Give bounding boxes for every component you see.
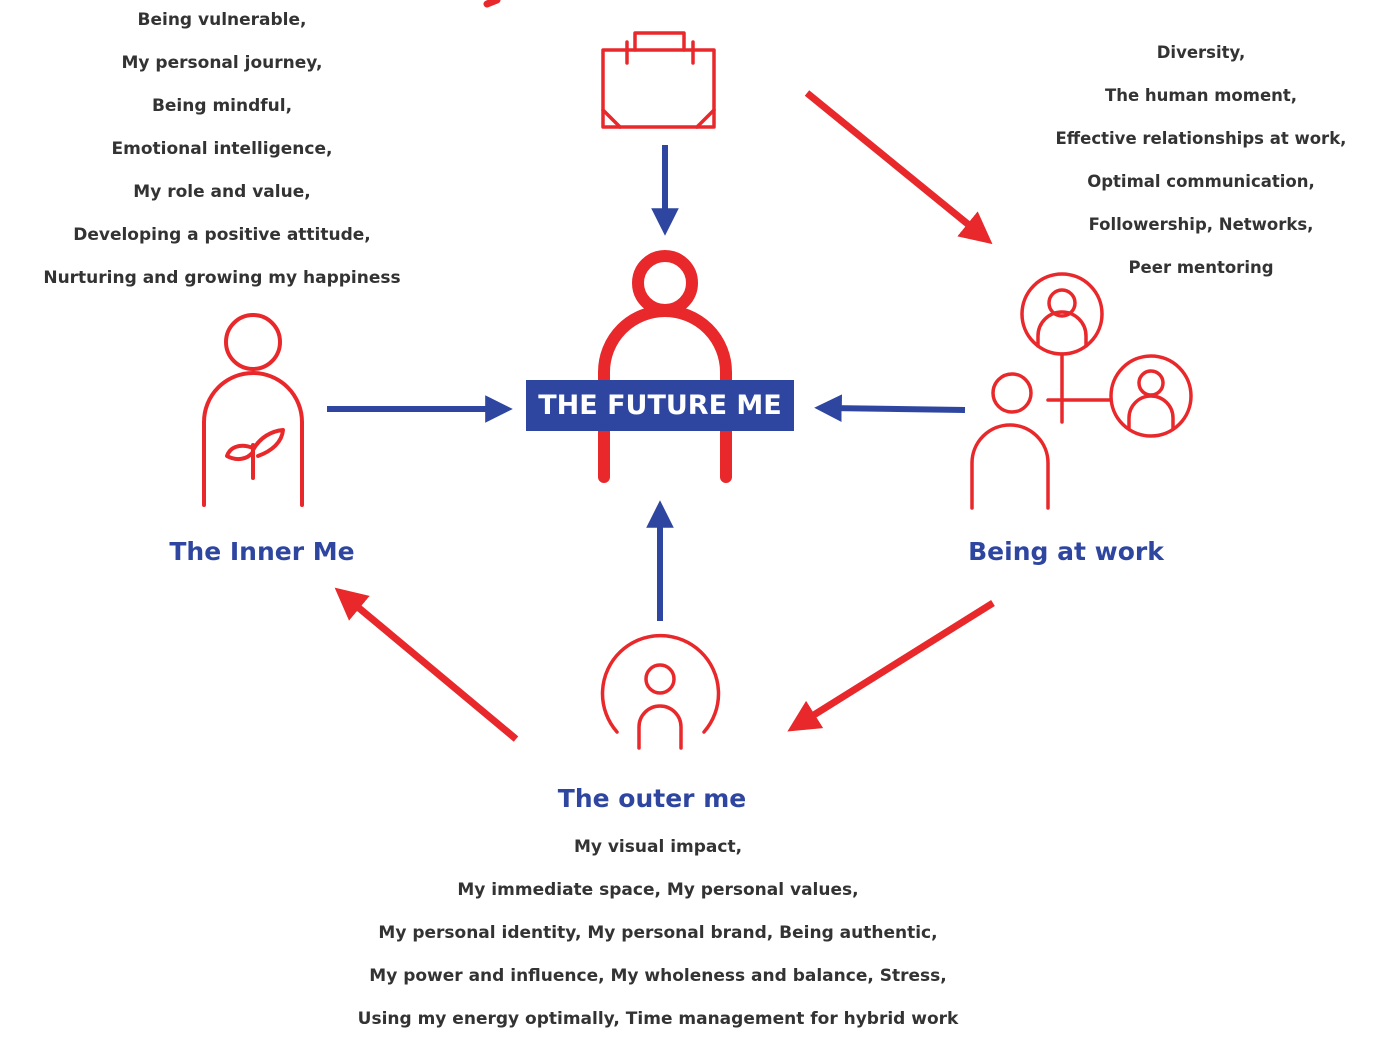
outer-me-topic: My immediate space, My personal values, <box>457 880 859 900</box>
person-with-plant-icon <box>202 313 304 507</box>
being-at-work-topic: Followership, Networks, <box>1088 215 1314 234</box>
being-at-work-topic: Effective relationships at work, <box>1055 129 1347 148</box>
outer-me-topic: My power and influence, My wholeness and… <box>369 966 947 986</box>
outer-me-topic: Using my energy optimally, Time manageme… <box>357 1009 959 1029</box>
person-in-circle-icon <box>600 633 721 750</box>
inner-me-topic: Being vulnerable, <box>137 10 307 30</box>
being-at-work-topic: Peer mentoring <box>1128 258 1274 277</box>
inner-me-topic: Developing a positive attitude, <box>73 225 371 245</box>
inner-me-label: The Inner Me <box>169 537 355 566</box>
inner-me-topic: Being mindful, <box>151 96 293 116</box>
being-at-work-label: Being at work <box>968 537 1164 566</box>
arrow-top-left-partial <box>483 0 501 8</box>
inner-me-topics: Being vulnerable, My personal journey, B… <box>0 7 444 308</box>
arrow-top-to-being-at-work <box>804 90 993 245</box>
arrow-outer-me-to-inner-me <box>334 587 519 742</box>
outer-me-topic: My personal identity, My personal brand,… <box>378 923 938 943</box>
briefcase-icon <box>601 31 716 129</box>
outer-me-label: The outer me <box>557 784 747 813</box>
person-icon <box>598 250 732 483</box>
inner-me-topic: Nurturing and growing my happiness <box>43 268 401 288</box>
being-at-work-topic: Optimal communication, <box>1087 172 1315 191</box>
future-me-label: THE FUTURE ME <box>526 380 794 431</box>
being-at-work-topic: The human moment, <box>1104 86 1298 105</box>
being-at-work-topics: Diversity, The human moment, Effective r… <box>1012 40 1378 298</box>
arrow-being-at-work-to-outer-me <box>787 600 995 732</box>
people-network-icon <box>970 272 1193 510</box>
inner-me-topic: My role and value, <box>133 182 311 202</box>
arrow-being-at-work-to-center <box>814 394 966 422</box>
outer-me-topic: My visual impact, <box>573 837 743 857</box>
inner-me-topic: My personal journey, <box>121 53 323 73</box>
being-at-work-topic: Diversity, <box>1156 43 1246 62</box>
outer-me-topics: My visual impact, My immediate space, My… <box>220 834 1096 1049</box>
inner-me-topic: Emotional intelligence, <box>111 139 333 159</box>
